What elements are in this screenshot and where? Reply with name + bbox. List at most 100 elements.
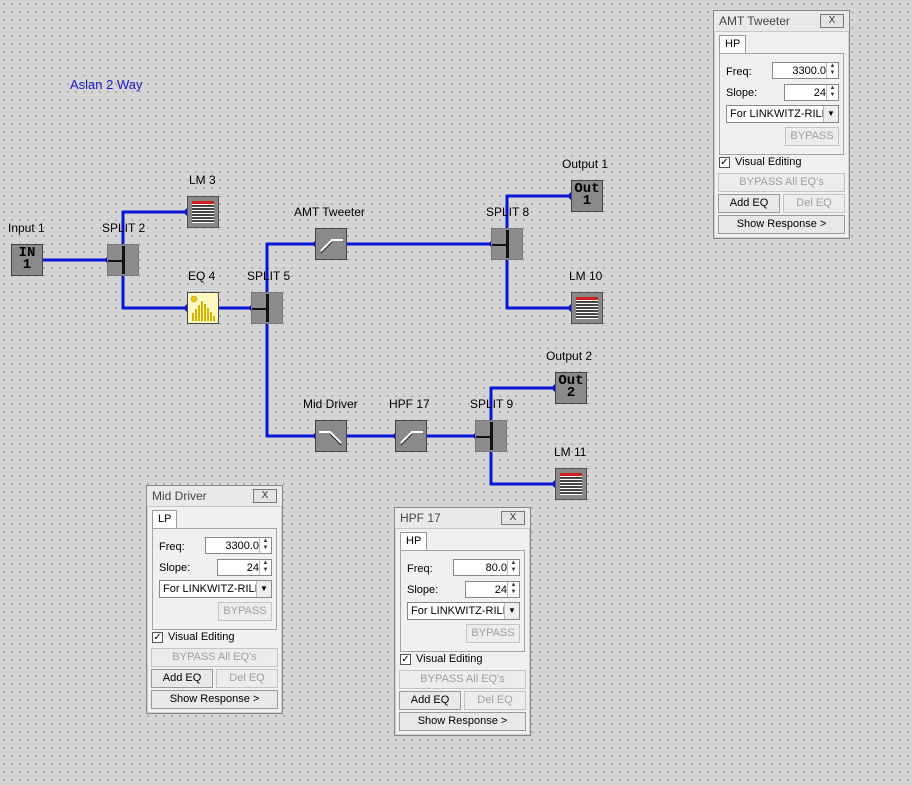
close-icon[interactable]: X (820, 14, 844, 28)
split2-block[interactable] (107, 244, 139, 276)
chevron-down-icon[interactable]: ▼ (504, 603, 519, 619)
out1-line1: Out (574, 181, 600, 197)
spin-arrows-icon[interactable]: ▲▼ (259, 560, 271, 575)
slope-spinner[interactable]: 24 ▲▼ (784, 84, 839, 101)
wire-split5-mid (265, 323, 316, 438)
lm3-label: LM 3 (189, 173, 216, 187)
visual-editing-checkbox[interactable]: ✓ (719, 157, 730, 168)
bypass-button[interactable]: BYPASS (218, 602, 272, 621)
mid-filter-panel: Freq: 3300.0 ▲▼ Slope: 24 ▲▼ For LINKWIT… (152, 528, 277, 630)
tab-hp[interactable]: HP (719, 35, 747, 53)
close-icon[interactable]: X (253, 489, 277, 503)
del-eq-button[interactable]: Del EQ (783, 194, 845, 213)
spin-arrows-icon[interactable]: ▲▼ (507, 582, 519, 597)
split9-block[interactable] (475, 420, 507, 452)
add-eq-button[interactable]: Add EQ (399, 691, 461, 710)
amt-block[interactable] (315, 228, 347, 260)
tab-lp[interactable]: LP (152, 510, 178, 528)
hpf-dialog-title: HPF 17 (400, 511, 441, 525)
split9-label: SPLIT 9 (470, 397, 514, 411)
amt-filter-panel: Freq: 3300.0 ▲▼ Slope: 24 ▲▼ For LINKWIT… (719, 53, 844, 155)
add-eq-button[interactable]: Add EQ (151, 669, 213, 688)
wire-split2-lm3 (121, 210, 187, 245)
split5-bar (266, 294, 269, 322)
amt-tabs: HP (719, 35, 844, 53)
close-icon[interactable]: X (501, 511, 525, 525)
filter-type-select[interactable]: For LINKWITZ-RILEY ▼ (159, 580, 272, 598)
out2-block[interactable]: Out 2 (555, 372, 587, 404)
freq-spinner[interactable]: 3300.0 ▲▼ (205, 537, 272, 554)
split9-bar (490, 422, 493, 450)
lm11-label: LM 11 (554, 445, 587, 459)
visual-editing-label: Visual Editing (168, 631, 235, 643)
mid-tabs: LP (152, 510, 277, 528)
input1-block[interactable]: IN 1 (11, 244, 43, 276)
bypass-button[interactable]: BYPASS (466, 624, 520, 643)
lm11-meter-icon[interactable] (555, 468, 587, 500)
freq-value: 80.0 (485, 562, 507, 574)
slope-spinner[interactable]: 24 ▲▼ (465, 581, 520, 598)
split8-block[interactable] (491, 228, 523, 260)
wire-split8-lm10 (505, 259, 571, 310)
lm10-label: LM 10 (569, 269, 603, 283)
filter-type-value: For LINKWITZ-RILEY (730, 108, 837, 120)
hpf-dialog-titlebar[interactable]: HPF 17 X (395, 508, 530, 529)
out1-block[interactable]: Out 1 (571, 180, 603, 212)
del-eq-button[interactable]: Del EQ (216, 669, 278, 688)
eq4-block[interactable] (187, 292, 219, 324)
del-eq-button[interactable]: Del EQ (464, 691, 526, 710)
mid-dialog-title: Mid Driver (152, 489, 207, 503)
freq-value: 3300.0 (792, 65, 826, 77)
bypass-button[interactable]: BYPASS (785, 127, 839, 146)
eq4-label: EQ 4 (188, 269, 216, 283)
split8-bar (506, 230, 509, 258)
amt-dialog-titlebar[interactable]: AMT Tweeter X (714, 11, 849, 32)
filter-type-select[interactable]: For LINKWITZ-RILEY ▼ (407, 602, 520, 620)
spin-arrows-icon[interactable]: ▲▼ (259, 538, 271, 553)
canvas-title: Aslan 2 Way (70, 77, 143, 92)
show-response-button[interactable]: Show Response > (718, 215, 845, 234)
show-response-button[interactable]: Show Response > (151, 690, 278, 709)
spin-arrows-icon[interactable]: ▲▼ (507, 560, 519, 575)
wire-split9-out2 (489, 386, 555, 421)
split5-block[interactable] (251, 292, 283, 324)
out2-label: Output 2 (546, 349, 593, 363)
freq-label: Freq: (726, 66, 752, 78)
freq-spinner[interactable]: 3300.0 ▲▼ (772, 62, 839, 79)
show-response-button[interactable]: Show Response > (399, 712, 526, 731)
bypass-all-eqs-button[interactable]: BYPASS All EQ's (399, 670, 526, 689)
lm10-meter-icon[interactable] (571, 292, 603, 324)
add-eq-button[interactable]: Add EQ (718, 194, 780, 213)
bypass-all-eqs-button[interactable]: BYPASS All EQ's (718, 173, 845, 192)
hpf17-block[interactable] (395, 420, 427, 452)
visual-editing-checkbox[interactable]: ✓ (400, 654, 411, 665)
split2-in (108, 260, 123, 262)
mid-label: Mid Driver (303, 397, 358, 411)
mid-block[interactable] (315, 420, 347, 452)
freq-spinner[interactable]: 80.0 ▲▼ (453, 559, 520, 576)
lm3-meter-icon[interactable] (187, 196, 219, 228)
slope-label: Slope: (159, 562, 191, 574)
eq-spectrum-icon (190, 295, 215, 321)
tab-hp[interactable]: HP (400, 532, 428, 550)
freq-label: Freq: (159, 541, 185, 553)
filter-type-select[interactable]: For LINKWITZ-RILEY ▼ (726, 105, 839, 123)
mid-dialog-titlebar[interactable]: Mid Driver X (147, 486, 282, 507)
hpf-dialog: HPF 17 X HP Freq: 80.0 ▲▼ Slope: 24 ▲▼ F… (394, 507, 531, 736)
spin-arrows-icon[interactable]: ▲▼ (826, 85, 838, 100)
chevron-down-icon[interactable]: ▼ (256, 581, 271, 597)
freq-label: Freq: (407, 563, 433, 575)
visual-editing-label: Visual Editing (416, 653, 483, 665)
visual-editing-checkbox[interactable]: ✓ (152, 632, 163, 643)
input1-line1: IN (18, 245, 36, 261)
spin-arrows-icon[interactable]: ▲▼ (826, 63, 838, 78)
input1-line2: 1 (22, 257, 32, 273)
slope-spinner[interactable]: 24 ▲▼ (217, 559, 272, 576)
chevron-down-icon[interactable]: ▼ (823, 106, 838, 122)
highpass-icon (400, 431, 423, 446)
hpf-filter-panel: Freq: 80.0 ▲▼ Slope: 24 ▲▼ For LINKWITZ-… (400, 550, 525, 652)
split2-bar (122, 246, 125, 274)
out1-label: Output 1 (562, 157, 609, 171)
lm10-bars (576, 297, 598, 319)
bypass-all-eqs-button[interactable]: BYPASS All EQ's (151, 648, 278, 667)
